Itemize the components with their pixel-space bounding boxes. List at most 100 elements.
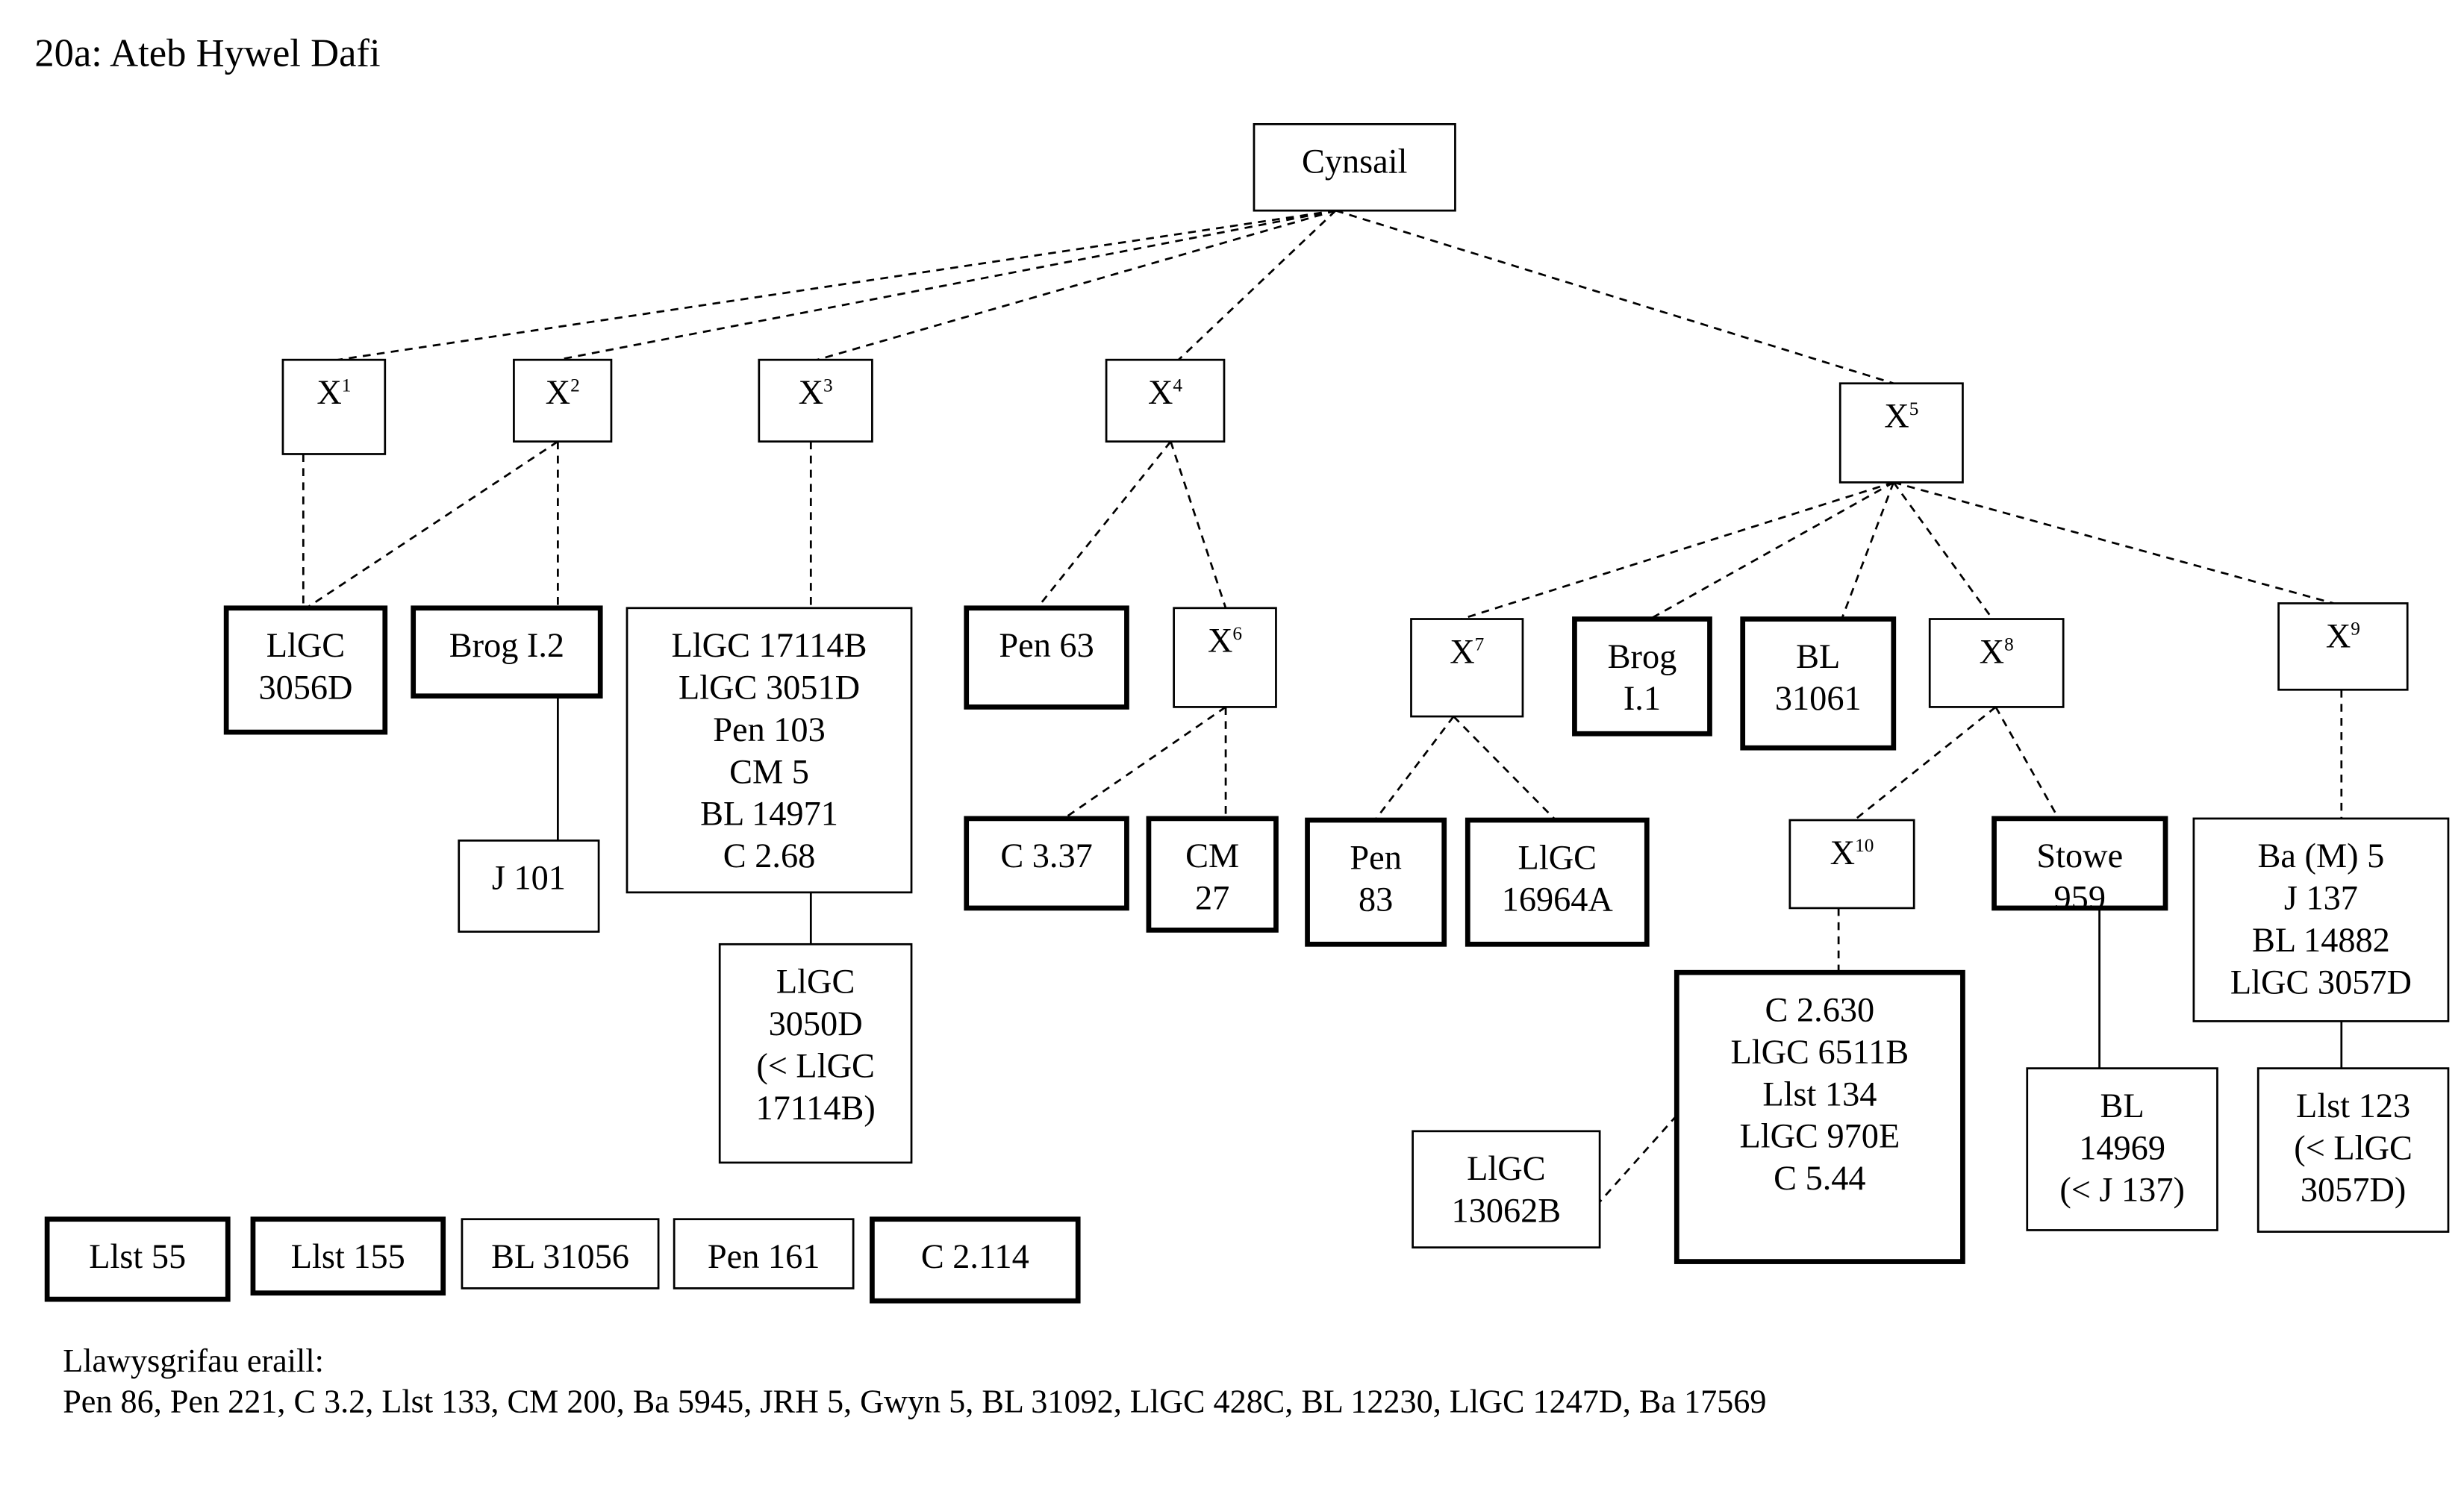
node-box xyxy=(250,1216,446,1296)
label-text: X xyxy=(1148,374,1173,412)
superscript: 7 xyxy=(1475,634,1485,655)
manuscript-label: Llst 134 xyxy=(1762,1075,1877,1113)
manuscript-label: BL 14971 xyxy=(700,795,838,834)
node-box xyxy=(2256,1067,2450,1233)
manuscript-label: 3056D xyxy=(258,669,352,707)
dashed-edge xyxy=(1841,481,1895,620)
manuscript-label: LlGC xyxy=(1518,839,1597,877)
manuscript-label: Pen 103 xyxy=(713,711,825,749)
dashed-edge xyxy=(1649,481,1894,620)
superscript: 4 xyxy=(1173,375,1182,396)
node-box xyxy=(1412,1130,1601,1248)
node-box xyxy=(1838,382,1964,484)
node-box xyxy=(44,1216,231,1302)
node-x8: X8 xyxy=(1928,618,2065,708)
dashed-edge xyxy=(1853,706,1997,822)
node-cynsail: Cynsail xyxy=(1253,123,1456,212)
hyparchetype-label: X1 xyxy=(316,374,351,412)
dashed-edge xyxy=(1170,441,1227,609)
other-manuscripts-heading: Llawysgrifau eraill: xyxy=(63,1342,324,1379)
hyparchetype-label: X7 xyxy=(1450,633,1484,671)
hyparchetype-label: X2 xyxy=(546,374,580,412)
node-x2: X2 xyxy=(513,358,613,443)
node-x4: X4 xyxy=(1105,358,1226,443)
node-bl14969: BL 14969 (< J 137) xyxy=(2026,1067,2218,1231)
node-box xyxy=(1674,969,1965,1264)
node-x1: X1 xyxy=(281,358,387,455)
hyparchetype-label: X10 xyxy=(1830,834,1874,872)
manuscript-label: 3057D) xyxy=(2301,1172,2406,1210)
manuscript-label: LlGC 3057D xyxy=(2230,963,2412,1001)
node-box xyxy=(758,358,873,443)
node-llst155: Llst 155 xyxy=(250,1216,446,1296)
label-text: X xyxy=(799,374,823,412)
node-bl31056: BL 31056 xyxy=(461,1218,660,1290)
manuscript-label: (< LlGC xyxy=(2294,1129,2412,1167)
manuscript-label: Llst 155 xyxy=(291,1238,405,1276)
manuscript-label: 3050D xyxy=(769,1005,863,1043)
manuscript-label: BL xyxy=(2100,1087,2145,1125)
node-box xyxy=(1992,816,2168,911)
dashed-edge xyxy=(1893,481,2334,604)
node-box xyxy=(1410,618,1524,718)
superscript: 3 xyxy=(823,375,833,396)
manuscript-label: CM xyxy=(1185,837,1239,875)
manuscript-label: C 2.630 xyxy=(1765,991,1875,1029)
manuscript-label: 14969 xyxy=(2079,1129,2165,1167)
superscript: 9 xyxy=(2351,619,2360,640)
node-box xyxy=(411,605,603,699)
superscript: 8 xyxy=(2004,634,2014,655)
node-box xyxy=(2192,817,2450,1022)
manuscript-label: LlGC 6511B xyxy=(1730,1034,1909,1072)
superscript: 1 xyxy=(342,375,352,396)
label-text: X xyxy=(1208,622,1232,660)
dashed-edge xyxy=(305,440,559,609)
manuscript-label: 959 xyxy=(2054,880,2106,918)
hyparchetype-label: X9 xyxy=(2326,617,2360,655)
node-x10: X10 xyxy=(1788,819,1915,910)
diagram-title: 20a: Ateb Hywel Dafi xyxy=(34,31,380,75)
manuscript-label: J 137 xyxy=(2284,880,2358,918)
manuscript-label: LlGC xyxy=(776,963,855,1001)
manuscript-label: CM 5 xyxy=(729,753,809,791)
manuscript-label: BL 31056 xyxy=(491,1238,629,1276)
node-box xyxy=(673,1218,855,1290)
manuscript-label: LlGC xyxy=(266,627,345,665)
node-c2114: C 2.114 xyxy=(870,1216,1081,1304)
hyparchetype-label: X6 xyxy=(1208,622,1242,660)
dashed-edge xyxy=(1461,481,1894,620)
manuscript-label: Brog I.2 xyxy=(449,627,564,665)
manuscript-label: (< J 137) xyxy=(2059,1172,2185,1210)
manuscript-label: J 101 xyxy=(492,860,566,898)
node-box xyxy=(964,605,1129,710)
manuscript-label: I.1 xyxy=(1624,680,1661,718)
hyparchetype-label: X8 xyxy=(1980,633,2014,671)
dashed-edge xyxy=(1177,210,1337,361)
dashed-edge xyxy=(1373,716,1455,821)
manuscript-label: 83 xyxy=(1359,881,1393,919)
dashed-edge xyxy=(1453,716,1557,821)
manuscript-label: 13062B xyxy=(1452,1193,1562,1231)
dashed-edge xyxy=(817,209,1336,361)
superscript: 6 xyxy=(1232,623,1242,644)
node-box xyxy=(1146,816,1279,933)
node-x3: X3 xyxy=(758,358,873,443)
node-box xyxy=(870,1216,1081,1304)
node-x7: X7 xyxy=(1410,618,1524,718)
node-box xyxy=(626,607,913,894)
node-box xyxy=(1305,817,1447,947)
node-box xyxy=(461,1218,660,1290)
manuscript-label: Pen 161 xyxy=(708,1238,820,1276)
superscript: 10 xyxy=(1855,835,1874,856)
node-llst55: Llst 55 xyxy=(44,1216,231,1302)
node-box xyxy=(1928,618,2065,708)
manuscript-label: (< LlGC xyxy=(756,1047,875,1085)
